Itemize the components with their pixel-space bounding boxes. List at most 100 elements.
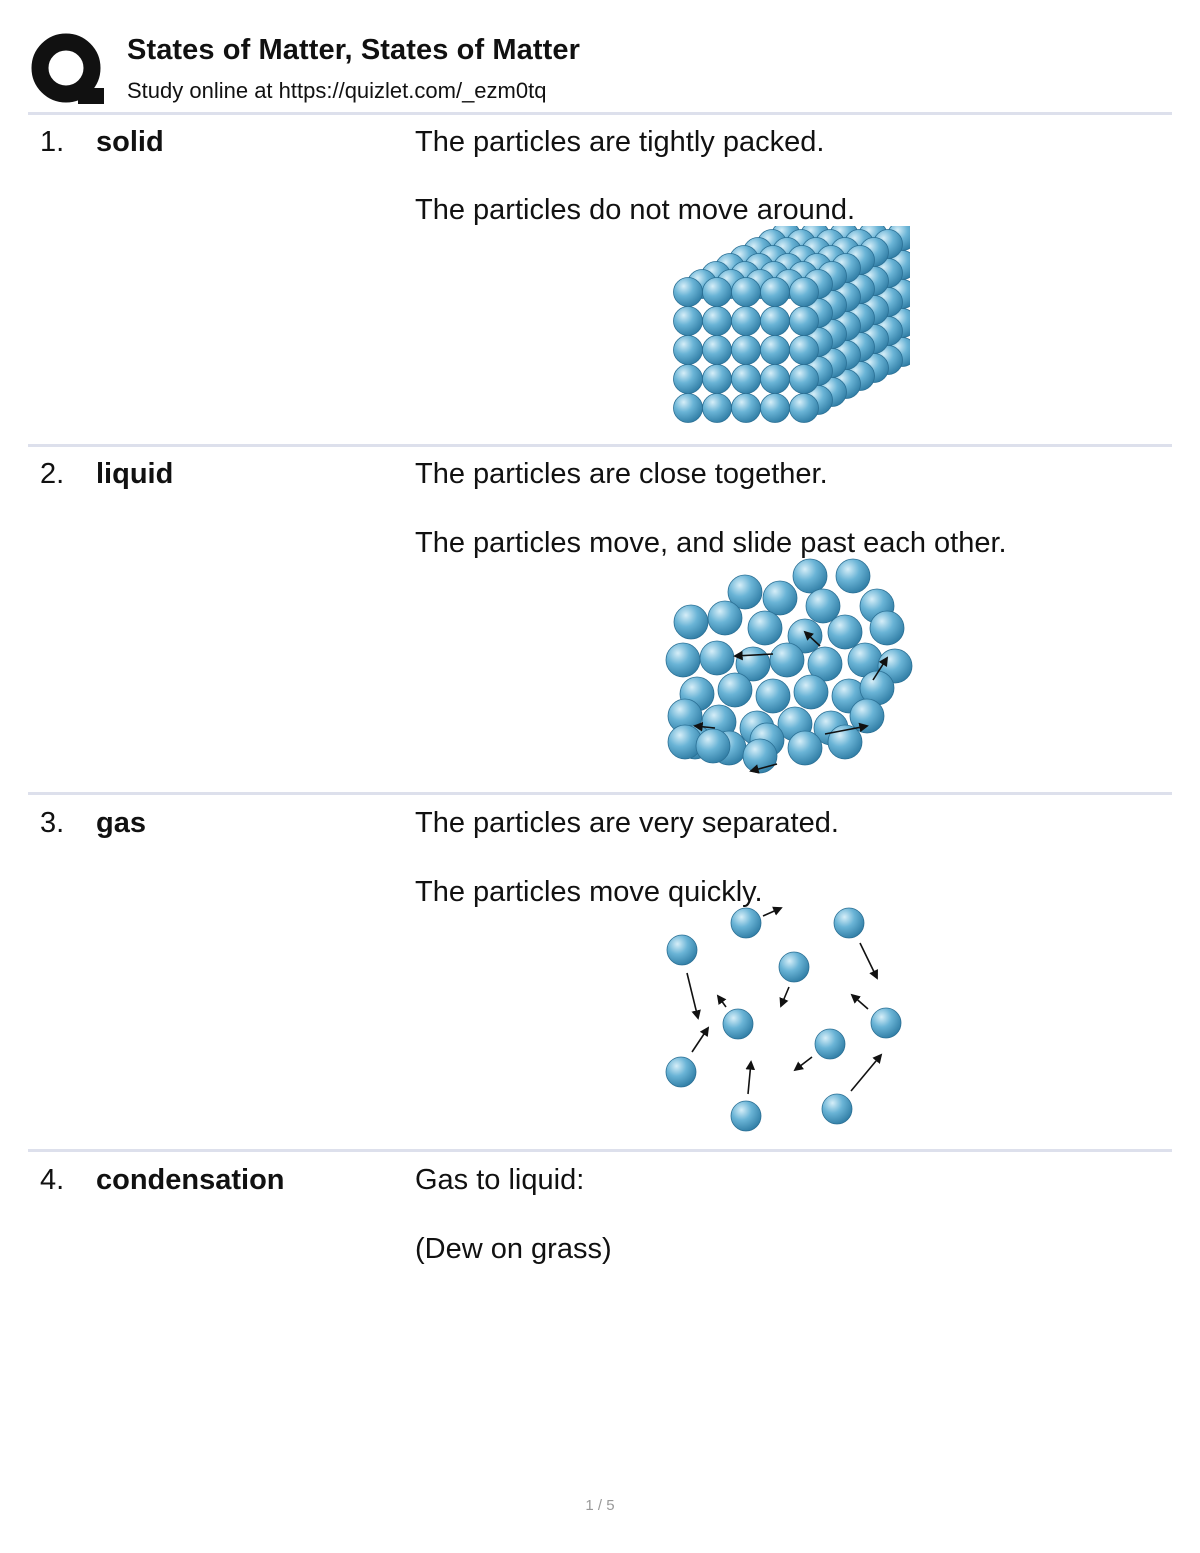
particle-ball — [789, 335, 819, 365]
particle-ball — [755, 678, 791, 714]
card-divider — [28, 444, 1172, 447]
motion-arrow — [779, 986, 790, 1008]
particle-ball — [789, 393, 819, 423]
document-title: States of Matter, States of Matter — [127, 34, 580, 66]
particle-ball — [792, 558, 828, 594]
gas-particles-illustration — [665, 906, 902, 1132]
particle-ball — [833, 907, 865, 939]
particle-ball — [673, 306, 703, 336]
particle-ball — [666, 934, 698, 966]
card-number: 4. — [40, 1164, 65, 1196]
particle-ball — [702, 277, 732, 307]
solid-particles-illustration — [673, 226, 910, 423]
card-divider — [28, 792, 1172, 795]
particle-ball — [731, 306, 761, 336]
particle-ball — [722, 1008, 754, 1040]
particle-ball — [760, 393, 790, 423]
card-definition-line: Gas to liquid: — [415, 1164, 585, 1196]
particle-ball — [695, 728, 731, 764]
particle-ball — [730, 1100, 762, 1132]
particle-ball — [827, 614, 863, 650]
motion-arrow — [686, 972, 701, 1020]
quizlet-logo-icon — [31, 33, 104, 104]
particle-ball — [747, 610, 783, 646]
particle-ball — [821, 1093, 853, 1125]
particle-ball — [760, 306, 790, 336]
motion-arrow — [850, 993, 869, 1010]
particle-ball — [702, 393, 732, 423]
motion-arrow — [793, 1056, 813, 1072]
particle-ball — [787, 730, 823, 766]
motion-arrow — [691, 1026, 710, 1053]
motion-arrow — [745, 1060, 756, 1095]
particle-ball — [702, 335, 732, 365]
particle-ball — [673, 393, 703, 423]
card-definition-line: The particles move, and slide past each … — [415, 527, 1007, 559]
particle-ball — [665, 642, 701, 678]
particle-ball — [673, 335, 703, 365]
particle-ball — [814, 1028, 846, 1060]
particle-ball — [778, 951, 810, 983]
motion-arrow — [824, 722, 869, 735]
particle-ball — [702, 306, 732, 336]
card-term: liquid — [96, 458, 174, 490]
particle-ball — [760, 277, 790, 307]
particle-ball — [793, 674, 829, 710]
card-term: gas — [96, 807, 146, 839]
motion-arrow — [693, 721, 716, 732]
card-number: 1. — [40, 126, 65, 158]
particle-ball — [699, 640, 735, 676]
card-definition-line: The particles do not move around. — [415, 194, 856, 226]
particle-ball — [702, 364, 732, 394]
particle-ball — [789, 277, 819, 307]
particle-ball — [707, 600, 743, 636]
card-number: 2. — [40, 458, 65, 490]
card-definition-line: The particles are very separated. — [415, 807, 839, 839]
particle-ball — [760, 335, 790, 365]
motion-arrow — [716, 994, 727, 1008]
motion-arrow — [850, 1053, 883, 1092]
card-divider — [28, 1149, 1172, 1152]
motion-arrow — [872, 656, 889, 681]
particle-ball — [727, 574, 763, 610]
particle-ball — [731, 364, 761, 394]
document-header: States of Matter, States of Matter Study… — [0, 0, 1200, 112]
particle-ball — [673, 277, 703, 307]
particle-ball — [869, 610, 905, 646]
particle-ball — [762, 580, 798, 616]
study-online-link[interactable]: Study online at https://quizlet.com/_ezm… — [127, 78, 547, 103]
particle-ball — [760, 364, 790, 394]
particle-ball — [665, 1056, 697, 1088]
particle-ball — [673, 604, 709, 640]
particle-ball — [835, 558, 871, 594]
particle-ball — [717, 672, 753, 708]
motion-arrow — [733, 650, 774, 661]
particle-ball — [673, 364, 703, 394]
card-definition-line: The particles are close together. — [415, 458, 828, 490]
card-definition-line: The particles move quickly. — [415, 876, 763, 908]
particle-ball — [827, 724, 863, 760]
particle-ball — [870, 1007, 902, 1039]
particle-ball — [805, 588, 841, 624]
motion-arrow — [859, 942, 878, 980]
particle-ball — [731, 277, 761, 307]
particle-ball — [769, 642, 805, 678]
particle-ball — [849, 698, 885, 734]
card-number: 3. — [40, 807, 65, 839]
card-definition-line: (Dew on grass) — [415, 1233, 612, 1265]
particle-ball — [731, 335, 761, 365]
liquid-particles-illustration — [665, 558, 913, 774]
card-term: condensation — [96, 1164, 285, 1196]
particle-ball — [730, 907, 762, 939]
particle-ball — [807, 646, 843, 682]
page-indicator: 1 / 5 — [585, 1497, 615, 1514]
particle-ball — [789, 306, 819, 336]
motion-arrow — [762, 906, 783, 917]
motion-arrow — [749, 763, 778, 774]
card-term: solid — [96, 126, 164, 158]
particle-ball — [731, 393, 761, 423]
particle-ball — [789, 364, 819, 394]
card-definition-line: The particles are tightly packed. — [415, 126, 825, 158]
header-divider — [28, 112, 1172, 115]
motion-arrow — [803, 630, 821, 647]
